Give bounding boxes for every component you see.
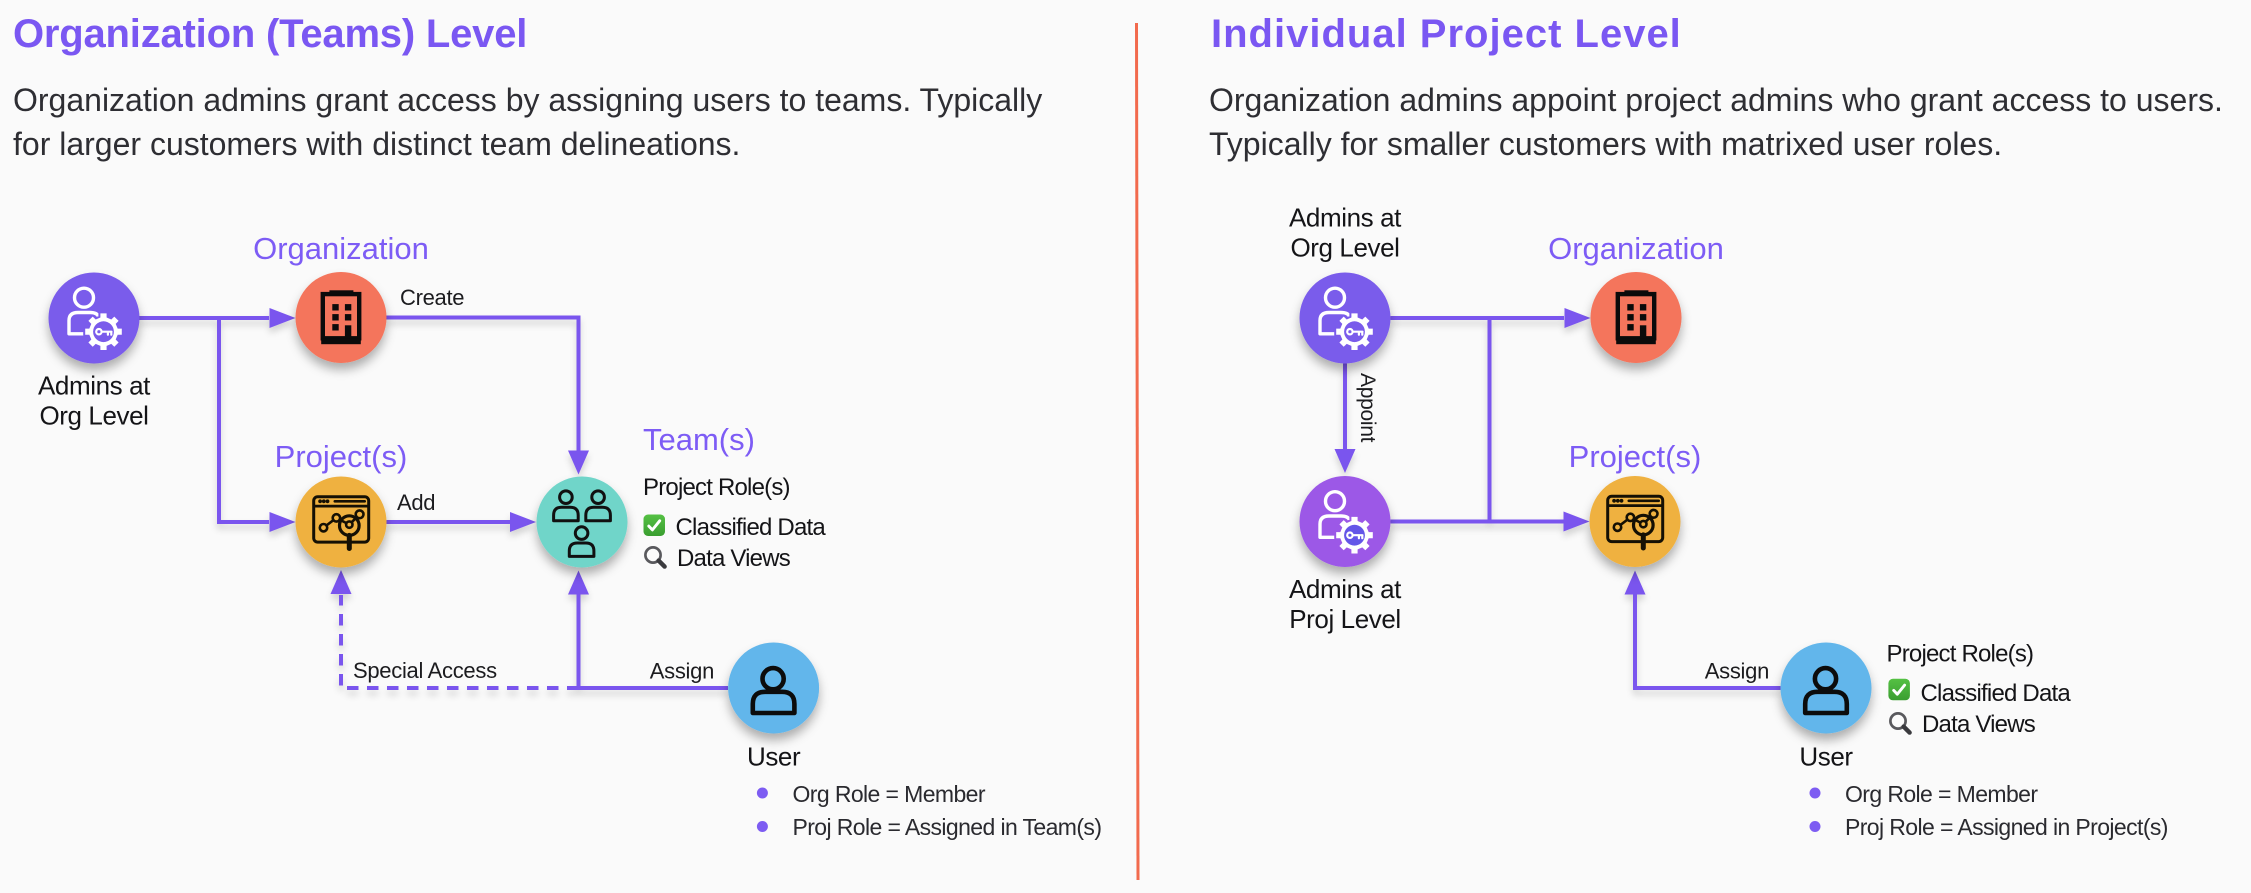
svg-text:Team(s): Team(s) <box>643 422 755 457</box>
svg-text:Proj Role = Assigned in Projec: Proj Role = Assigned in Project(s) <box>1845 814 2168 840</box>
svg-text:Organization: Organization <box>1548 231 1724 266</box>
svg-text:User: User <box>747 742 801 772</box>
svg-text:Create: Create <box>400 285 464 310</box>
svg-text:Data Views: Data Views <box>677 545 791 572</box>
svg-text:Organization: Organization <box>253 231 429 266</box>
svg-text:Assign: Assign <box>1705 659 1769 684</box>
svg-text:Project Role(s): Project Role(s) <box>643 474 790 501</box>
svg-text:Classified Data: Classified Data <box>1921 680 2072 707</box>
svg-text:Appoint: Appoint <box>1356 373 1379 443</box>
svg-text:Classified Data: Classified Data <box>676 514 827 541</box>
svg-text:Proj Role = Assigned in Team(s: Proj Role = Assigned in Team(s) <box>793 814 1102 840</box>
svg-text:Project(s): Project(s) <box>275 439 408 474</box>
svg-text:Individual Project Level: Individual Project Level <box>1211 12 1682 56</box>
svg-text:Organization (Teams) Level: Organization (Teams) Level <box>13 12 527 56</box>
svg-text:Admins at: Admins at <box>1289 203 1402 233</box>
svg-text:Typically for smaller customer: Typically for smaller customers with mat… <box>1209 126 2002 162</box>
svg-text:Project(s): Project(s) <box>1569 439 1702 474</box>
svg-text:Admins at: Admins at <box>38 371 151 401</box>
svg-text:User: User <box>1799 742 1853 772</box>
svg-text:Add: Add <box>397 490 435 515</box>
svg-text:Special Access: Special Access <box>353 658 497 683</box>
svg-text:Organization admins appoint pr: Organization admins appoint project admi… <box>1209 82 2223 118</box>
svg-text:Org Level: Org Level <box>1290 233 1399 263</box>
svg-text:Organization admins grant acce: Organization admins grant access by assi… <box>13 82 1042 118</box>
svg-text:Project Role(s): Project Role(s) <box>1887 641 2034 668</box>
svg-text:Org Role = Member: Org Role = Member <box>793 781 986 807</box>
svg-text:Data Views: Data Views <box>1922 711 2036 738</box>
svg-text:for larger customers with dist: for larger customers with distinct team … <box>13 126 740 162</box>
svg-text:Org Level: Org Level <box>39 401 148 431</box>
svg-text:Proj Level: Proj Level <box>1289 604 1401 634</box>
svg-text:Admins at: Admins at <box>1289 574 1402 604</box>
svg-text:Org Role = Member: Org Role = Member <box>1845 781 2038 807</box>
svg-text:Assign: Assign <box>650 659 714 684</box>
